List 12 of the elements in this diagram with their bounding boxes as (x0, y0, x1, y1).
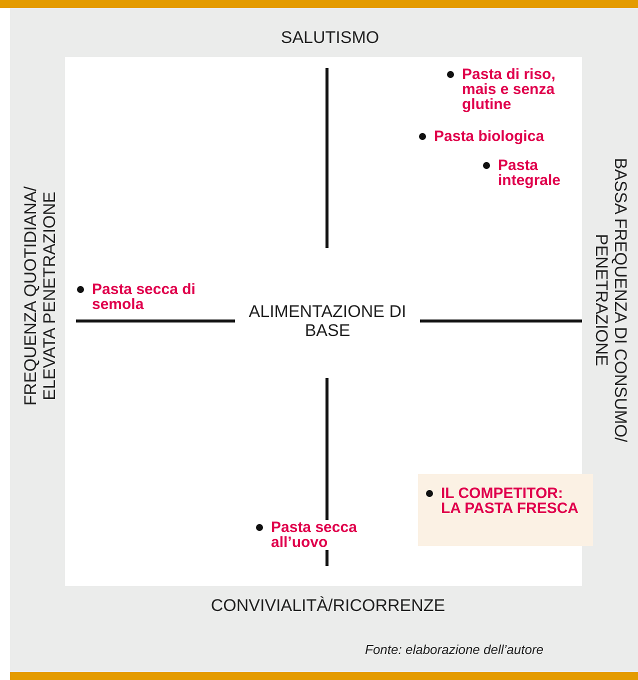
axis-label: SALUTISMO (280, 28, 380, 47)
item-label: Pasta biologica (434, 129, 544, 144)
source-note: Fonte: elaborazione dell’autore (365, 642, 544, 657)
axis-label: ALIMENTAZIONE DI BASE (248, 302, 408, 340)
highlight-box (418, 474, 593, 546)
item-label: IL COMPETITOR: LA PASTA FRESCA (441, 486, 580, 516)
item-label: Pasta di riso, mais e senza glutine (462, 67, 556, 112)
item-label: Pasta integrale (498, 158, 562, 188)
axis-label: CONVIVIALITÀ/RICORRENZE (210, 596, 446, 615)
item-label: Pasta secca di semola (92, 282, 196, 312)
axis-label: BASSA FREQUENZA DI CONSUMO/ PENETRAZIONE (592, 156, 630, 444)
axis-label: FREQUENZA QUOTIDIANA/ ELEVATA PENETRAZIONE (21, 185, 59, 408)
